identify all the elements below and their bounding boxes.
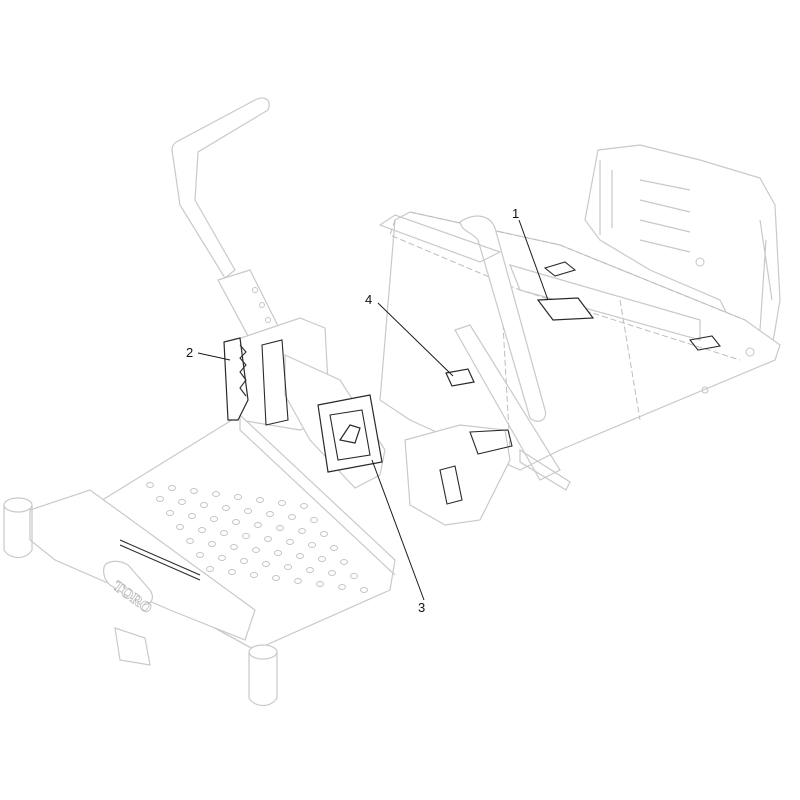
plate-hole — [222, 505, 230, 511]
plate-hole — [278, 500, 286, 506]
plate-hole — [266, 511, 274, 517]
decal-part-4 — [445, 368, 475, 387]
plate-hole — [338, 584, 346, 590]
plate-hole — [350, 573, 358, 579]
plate-hole — [210, 516, 218, 522]
plate-hole — [186, 538, 194, 544]
caster-posts — [3, 497, 278, 707]
plate-hole — [298, 528, 306, 534]
plate-hole — [230, 544, 238, 550]
plate-hole — [328, 570, 336, 576]
side-bracket-right — [404, 424, 571, 526]
control-lever-center — [378, 214, 547, 422]
plate-hole — [212, 491, 220, 497]
plate-hole — [340, 559, 348, 565]
plate-hole — [272, 575, 280, 581]
plate-hole — [166, 510, 174, 516]
plate-hole — [244, 508, 252, 514]
callout-4: 4 — [365, 292, 372, 307]
plate-hole — [242, 533, 250, 539]
plate-hole — [178, 499, 186, 505]
plate-hole — [294, 578, 302, 584]
plate-hole — [330, 545, 338, 551]
plate-hole — [262, 561, 270, 567]
plate-hole — [318, 556, 326, 562]
plate-hole — [296, 553, 304, 559]
plate-hole — [284, 564, 292, 570]
plate-hole — [190, 488, 198, 494]
plate-hole — [256, 497, 264, 503]
plate-hole — [264, 536, 272, 542]
grip-part-2 — [223, 337, 289, 426]
plate-hole — [316, 581, 324, 587]
plate-hole — [308, 542, 316, 548]
leader-line-1 — [518, 219, 549, 301]
leader-line-3 — [371, 459, 425, 601]
plate-hole — [228, 569, 236, 575]
control-arm-left — [171, 97, 291, 363]
leader-line-4 — [377, 302, 454, 377]
plate-hole — [254, 522, 262, 528]
plate-hole — [220, 530, 228, 536]
plate-hole — [188, 513, 196, 519]
callout-1: 1 — [512, 206, 519, 221]
callout-2: 2 — [186, 345, 193, 360]
plate-hole — [196, 552, 204, 558]
plate-hole — [288, 514, 296, 520]
plate-hole — [168, 485, 176, 491]
foot-plate-holes — [146, 482, 368, 593]
plate-hole — [156, 496, 164, 502]
plate-hole — [234, 494, 242, 500]
leader-line-2 — [197, 352, 231, 361]
plate-hole — [286, 539, 294, 545]
plate-hole — [146, 482, 154, 488]
plate-hole — [250, 572, 258, 578]
plate-hole — [306, 567, 314, 573]
plate-hole — [320, 531, 328, 537]
plate-hole — [276, 525, 284, 531]
plate-hole — [200, 502, 208, 508]
frame-rails — [379, 211, 781, 481]
plate-hole — [208, 541, 216, 547]
plate-hole — [300, 503, 308, 509]
plate-hole — [252, 547, 260, 553]
callout-3: 3 — [418, 600, 425, 615]
plate-hole — [274, 550, 282, 556]
decal-part-1 — [536, 297, 595, 321]
decal-part-3 — [317, 394, 383, 473]
plate-hole — [240, 558, 248, 564]
plate-hole — [176, 524, 184, 530]
plate-hole — [360, 587, 368, 593]
plate-hole — [310, 517, 318, 523]
plate-hole — [218, 555, 226, 561]
plate-hole — [198, 527, 206, 533]
plate-hole — [206, 566, 214, 572]
plate-hole — [232, 519, 240, 525]
